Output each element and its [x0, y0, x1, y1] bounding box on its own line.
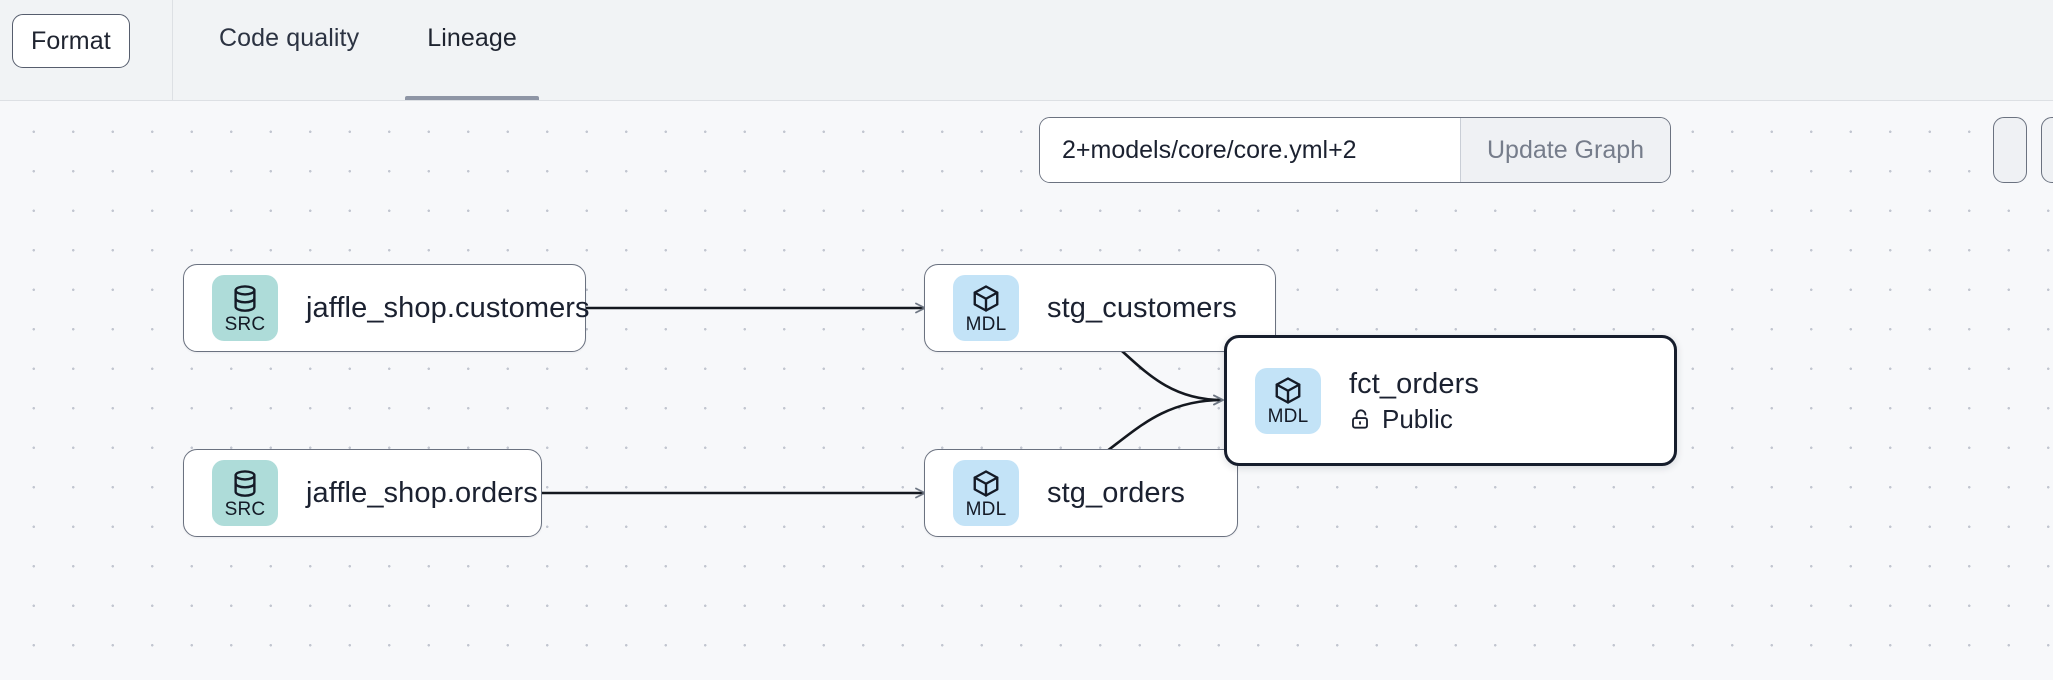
lineage-node-jaffle-shop-customers[interactable]: SRC jaffle_shop.customers	[183, 264, 590, 352]
node-text: jaffle_shop.customers	[306, 291, 590, 325]
mdl-badge-label: MDL	[965, 498, 1007, 520]
toolbar-left-section: Format	[0, 0, 173, 100]
mdl-badge: MDL	[953, 275, 1019, 341]
lineage-node-fct-orders[interactable]: MDL fct_orders Public	[1224, 335, 1677, 466]
tab-code-quality[interactable]: Code quality	[219, 24, 360, 52]
node-access-row: Public	[1349, 404, 1479, 434]
lineage-node-stg-orders[interactable]: MDL stg_orders	[924, 449, 1238, 537]
lineage-node-jaffle-shop-orders[interactable]: SRC jaffle_shop.orders	[183, 449, 542, 537]
cube-icon	[973, 284, 999, 312]
editor-toolbar: Format Code quality Lineage	[0, 0, 2053, 101]
lineage-edges	[542, 302, 1224, 499]
graph-selector-group: Update Graph	[1039, 117, 1672, 183]
tab-bar: Code quality Lineage	[173, 0, 551, 100]
node-title: stg_orders	[1047, 477, 1186, 509]
node-text: stg_orders	[1047, 476, 1185, 510]
mdl-badge: MDL	[953, 460, 1019, 526]
node-title: jaffle_shop.orders	[306, 477, 538, 509]
node-title: fct_orders	[1349, 368, 1479, 400]
node-title: jaffle_shop.customers	[306, 292, 590, 324]
format-button[interactable]: Format	[12, 14, 130, 68]
mdl-badge: MDL	[1255, 367, 1321, 434]
node-text: fct_orders Public	[1349, 367, 1479, 434]
mdl-badge-label: MDL	[965, 313, 1007, 335]
node-access-label: Public	[1382, 404, 1453, 434]
node-text: stg_customers	[1047, 291, 1237, 325]
canvas-control-stub-1[interactable]	[1993, 117, 2027, 183]
lineage-canvas[interactable]: SRC jaffle_shop.customers MDL stg_custom…	[0, 101, 2053, 680]
src-badge-label: SRC	[224, 313, 266, 335]
canvas-control-stub-2[interactable]	[2041, 117, 2053, 183]
node-text: jaffle_shop.orders	[306, 476, 538, 510]
model-selector-input[interactable]	[1040, 118, 1460, 182]
src-badge-label: SRC	[224, 498, 266, 520]
src-badge: SRC	[212, 275, 278, 341]
lineage-node-stg-customers[interactable]: MDL stg_customers	[924, 264, 1276, 352]
update-graph-button[interactable]: Update Graph	[1460, 118, 1671, 182]
cube-icon	[1275, 377, 1301, 404]
node-title: stg_customers	[1047, 292, 1237, 324]
mdl-badge-label: MDL	[1267, 406, 1309, 427]
tab-lineage[interactable]: Lineage	[393, 0, 551, 100]
unlock-icon	[1352, 408, 1368, 429]
database-icon	[234, 284, 256, 312]
cube-icon	[973, 469, 999, 497]
database-icon	[234, 469, 256, 497]
src-badge: SRC	[212, 460, 278, 526]
